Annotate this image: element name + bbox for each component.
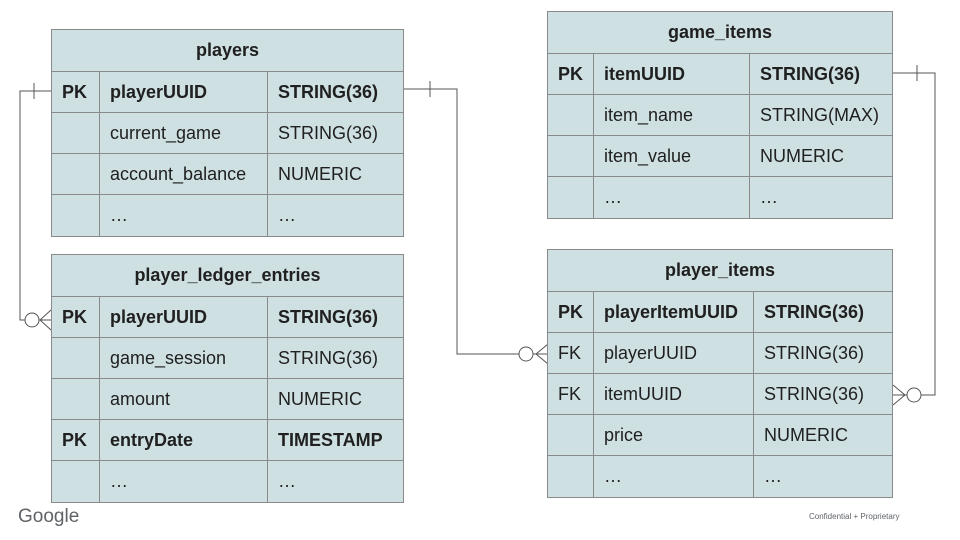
column-name-cell: … <box>594 456 754 497</box>
key-cell <box>52 338 100 378</box>
column-type-cell: NUMERIC <box>760 145 844 166</box>
column-row: current_game STRING(36) <box>52 113 403 154</box>
column-row: price NUMERIC <box>548 415 892 456</box>
key-cell: FK <box>548 333 594 373</box>
column-name-cell: amount <box>100 379 268 419</box>
column-type-cell: NUMERIC <box>278 388 362 409</box>
column-name-cell: playerUUID <box>100 72 268 112</box>
column-row: account_balance NUMERIC <box>52 154 403 195</box>
entity-title: players <box>52 30 403 72</box>
column-type-cell: STRING(36) <box>764 342 865 363</box>
key-cell <box>548 415 594 455</box>
column-name-cell: price <box>594 415 754 455</box>
key-cell: PK <box>548 292 594 332</box>
connector-gameitems-items <box>893 72 936 396</box>
key-cell: PK <box>52 420 100 460</box>
column-name-cell: … <box>100 461 268 502</box>
key-cell <box>52 195 100 236</box>
column-row: …… <box>52 195 403 236</box>
column-row: game_session STRING(36) <box>52 338 403 379</box>
google-logo: Google <box>18 506 80 527</box>
column-type-cell: STRING(36) <box>278 347 379 368</box>
column-name-cell: item_value <box>594 136 750 176</box>
key-cell: FK <box>548 374 594 414</box>
confidential-note: Confidential + Proprietary <box>809 512 900 521</box>
column-name-cell: playerUUID <box>100 297 268 337</box>
column-name-cell: … <box>594 177 750 218</box>
column-type-cell: STRING(MAX) <box>760 104 879 125</box>
column-name-cell: account_balance <box>100 154 268 194</box>
column-type-cell: STRING(36) <box>278 81 379 102</box>
key-cell <box>52 113 100 153</box>
column-type-cell: … <box>764 466 782 486</box>
key-cell <box>52 379 100 419</box>
key-cell <box>52 154 100 194</box>
column-name-cell: playerItemUUID <box>594 292 754 332</box>
column-type-cell: STRING(36) <box>278 122 379 143</box>
column-row: item_value NUMERIC <box>548 136 892 177</box>
column-type-cell: … <box>760 187 778 207</box>
key-cell: PK <box>52 72 100 112</box>
connector-players-ledger <box>19 90 51 321</box>
column-type-cell: STRING(36) <box>278 306 379 327</box>
key-cell <box>548 456 594 497</box>
key-cell <box>548 136 594 176</box>
entity-title: player_ledger_entries <box>52 255 403 297</box>
zero-marker-items-player <box>518 346 534 362</box>
key-cell <box>548 95 594 135</box>
column-name-cell: itemUUID <box>594 54 750 94</box>
column-name-cell: item_name <box>594 95 750 135</box>
column-row: …… <box>52 461 403 502</box>
column-type-cell: NUMERIC <box>278 163 362 184</box>
column-type-cell: TIMESTAMP <box>278 429 383 450</box>
column-type-cell: … <box>278 471 296 491</box>
column-name-cell: entryDate <box>100 420 268 460</box>
column-name-cell: current_game <box>100 113 268 153</box>
column-type-cell: STRING(36) <box>760 63 861 84</box>
key-cell <box>548 177 594 218</box>
column-row: …… <box>548 177 892 218</box>
key-cell: PK <box>548 54 594 94</box>
zero-marker-ledger <box>24 312 40 328</box>
column-row: amount NUMERIC <box>52 379 403 420</box>
entity-title: player_items <box>548 250 892 292</box>
column-row: …… <box>548 456 892 497</box>
entity-title: game_items <box>548 12 892 54</box>
connector-players-items <box>404 88 548 355</box>
many-marker-items-item <box>892 384 906 406</box>
column-name-cell: game_session <box>100 338 268 378</box>
column-type-cell: STRING(36) <box>764 383 865 404</box>
column-type-cell: … <box>278 205 296 225</box>
column-type-cell: STRING(36) <box>764 301 865 322</box>
many-marker-items-player <box>535 343 549 365</box>
column-row: item_name STRING(MAX) <box>548 95 892 136</box>
many-marker-ledger <box>39 309 52 331</box>
column-type-cell: NUMERIC <box>764 424 848 445</box>
column-name-cell: … <box>100 195 268 236</box>
column-name-cell: playerUUID <box>594 333 754 373</box>
key-cell <box>52 461 100 502</box>
column-name-cell: itemUUID <box>594 374 754 414</box>
zero-marker-items-item <box>906 387 922 403</box>
key-cell: PK <box>52 297 100 337</box>
